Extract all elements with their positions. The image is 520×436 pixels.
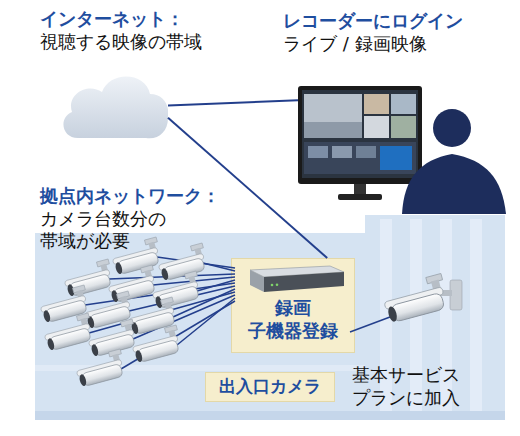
camera-wire bbox=[177, 298, 235, 345]
camera-icon bbox=[156, 243, 209, 282]
video-tile bbox=[364, 116, 389, 138]
camera-icon bbox=[150, 271, 203, 310]
video-floor bbox=[304, 122, 362, 138]
entrance-camera bbox=[381, 273, 462, 323]
heading-wrap: インターネット：視聴する映像の帯域 bbox=[40, 8, 202, 53]
thumb-tile bbox=[380, 146, 412, 170]
building-ground bbox=[35, 411, 505, 420]
camera-icon bbox=[130, 325, 183, 364]
recorder-side bbox=[250, 270, 264, 292]
building-column bbox=[470, 219, 482, 420]
label-box: 基本サービス プランに加入 bbox=[352, 364, 460, 409]
video-tile bbox=[364, 94, 389, 114]
monitor-base bbox=[338, 194, 382, 200]
camera-icon bbox=[62, 259, 115, 298]
heading-wrap: 拠点内ネットワーク：カメラ台数分の 帯域が必要 bbox=[40, 185, 220, 253]
viewer-person bbox=[402, 109, 506, 214]
person-head bbox=[433, 109, 471, 147]
connector-line bbox=[168, 118, 327, 258]
camera-icon bbox=[106, 265, 159, 304]
recorder-device bbox=[250, 266, 344, 292]
panel-text: 出入口カメラ bbox=[219, 376, 321, 397]
heading-wrap: レコーダーにログインライブ / 録画映像 bbox=[283, 10, 463, 55]
panel-text: 録画 子機器登録 bbox=[239, 296, 347, 343]
recorder-front bbox=[264, 272, 344, 292]
control-panel bbox=[304, 142, 416, 174]
monitor-shape bbox=[298, 86, 422, 204]
camera-wire bbox=[203, 263, 235, 271]
cloud-node: インターネット：視聴する映像の帯域 bbox=[58, 66, 168, 142]
monitor-frame bbox=[298, 86, 422, 184]
camera-icon bbox=[74, 349, 127, 388]
thumb-tile bbox=[332, 146, 352, 158]
video-tile bbox=[391, 116, 416, 138]
node-heading: レコーダーにログイン bbox=[283, 10, 463, 33]
connector-line bbox=[168, 100, 298, 105]
camera-group bbox=[38, 237, 209, 388]
video-tile bbox=[391, 94, 416, 114]
thumb-tile bbox=[308, 146, 328, 158]
camera-wires bbox=[85, 257, 398, 369]
building-body bbox=[35, 233, 505, 420]
cloud-shape bbox=[58, 66, 168, 142]
entrance-label-box: 出入口カメラ bbox=[205, 372, 335, 402]
thumb-tile bbox=[356, 146, 376, 158]
video-tile bbox=[304, 94, 362, 138]
node-heading: 拠点内ネットワーク： bbox=[40, 185, 220, 208]
camera-icon bbox=[381, 273, 450, 323]
monitor-screen bbox=[302, 90, 418, 178]
node-text: 視聴する映像の帯域 bbox=[40, 31, 202, 54]
node-text: ライブ / 録画映像 bbox=[283, 33, 463, 56]
node-heading: インターネット： bbox=[40, 8, 202, 31]
recorder-led bbox=[276, 283, 279, 286]
camera-icon bbox=[42, 313, 95, 352]
note-text: 基本サービス プランに加入 bbox=[352, 364, 460, 409]
monitor-node: レコーダーにログインライブ / 録画映像 bbox=[298, 86, 422, 204]
node-text: カメラ台数分の 帯域が必要 bbox=[40, 208, 184, 253]
recorder-led bbox=[271, 284, 274, 287]
person-body bbox=[402, 154, 506, 214]
cloud-outline bbox=[63, 76, 168, 138]
camera-icon bbox=[110, 237, 163, 276]
camera-wire bbox=[121, 301, 235, 369]
